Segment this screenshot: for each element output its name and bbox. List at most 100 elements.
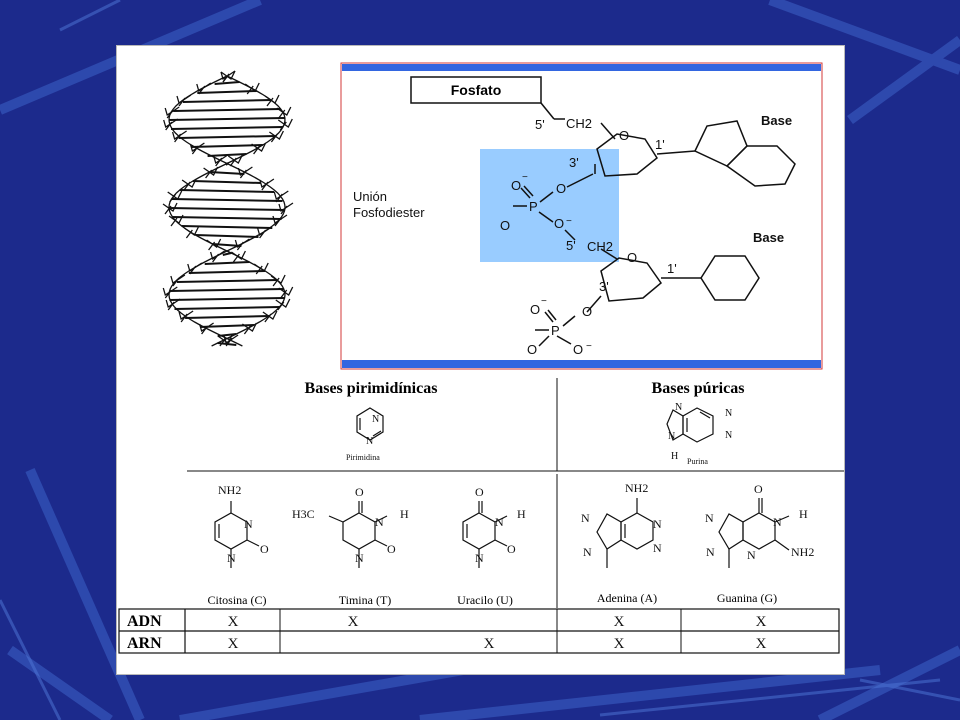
- base-five-ring-top: [693, 120, 748, 167]
- table-row-label-adn: ADN: [127, 613, 162, 630]
- purine-structure: [666, 407, 714, 443]
- helix-atom-cluster: [275, 298, 291, 311]
- helix-rung: [179, 189, 275, 193]
- label-o-minus-bottom-right: O: [573, 342, 583, 357]
- pyrimidine-structure: [356, 407, 384, 441]
- table-cell: X: [228, 636, 239, 652]
- uracil-structure: [462, 501, 508, 568]
- bond-p-o-bottom: [538, 211, 554, 223]
- label-o-minus-right: O: [554, 216, 564, 231]
- thymine-n: N: [375, 515, 384, 529]
- label-1prime-top: 1': [655, 137, 665, 152]
- helix-rung: [168, 207, 286, 211]
- guanine-structure: [718, 498, 790, 568]
- helix-atom-cluster: [213, 154, 229, 167]
- label-o-bottom-left: O: [527, 342, 537, 357]
- base-six-ring-bottom: [700, 255, 760, 301]
- helix-atom-cluster: [278, 286, 294, 299]
- bond-p-o-top-bottom-a: [544, 311, 554, 323]
- label-o-minus-bottom: O: [530, 302, 540, 317]
- table-cell: X: [756, 614, 767, 630]
- adenine-structure: [596, 498, 654, 568]
- label-minus-top: −: [522, 172, 528, 183]
- phosphate-box: [410, 76, 542, 104]
- thymine-o-top: O: [355, 485, 364, 499]
- helix-atom-cluster: [272, 214, 288, 227]
- helix-rung: [195, 234, 259, 238]
- helix-atom-cluster: [278, 202, 294, 215]
- sugar-ring-top: [596, 133, 658, 177]
- guanine-o: O: [754, 482, 763, 496]
- guanine-nh2: NH2: [791, 545, 814, 559]
- base-name-adenine: Adenina (A): [597, 591, 657, 605]
- helix-atom-cluster: [198, 322, 214, 335]
- helix-atom-cluster: [184, 226, 199, 239]
- cytosine-o: O: [260, 542, 269, 556]
- helix-rung: [222, 252, 232, 256]
- label-minus-bottom-right: −: [586, 341, 592, 352]
- helix-rung: [214, 81, 240, 85]
- helix-atom-cluster: [234, 238, 250, 251]
- helix-atom-cluster: [256, 226, 272, 239]
- label-ring-o-top: O: [619, 128, 629, 143]
- label-o-minus-top: O: [511, 178, 521, 193]
- helix-rung: [171, 198, 283, 202]
- helix-atom-cluster: [269, 130, 284, 143]
- label-ring-o-bottom: O: [627, 250, 637, 265]
- helix-atom-cluster: [189, 142, 205, 155]
- helix-atom-cluster: [251, 142, 267, 155]
- uracil-h: H: [517, 507, 526, 521]
- uracil-o-top: O: [475, 485, 484, 499]
- helix-atom-cluster: [209, 250, 225, 263]
- helix-rung: [174, 306, 280, 310]
- helix-atom-cluster: [163, 118, 179, 131]
- cytosine-n2: N: [227, 551, 236, 565]
- inset-top-bar: [342, 64, 821, 71]
- helix-rung: [181, 225, 273, 229]
- helix-atom-cluster: [196, 82, 212, 95]
- bond-ch2-ring-bottom: [600, 248, 618, 260]
- helix-atom-cluster: [181, 178, 197, 191]
- helix-rung: [178, 135, 276, 139]
- helix-atom-cluster: [273, 190, 289, 203]
- helix-atom-cluster: [223, 334, 239, 347]
- label-base-bottom: Base: [753, 230, 784, 245]
- thymine-o-right: O: [387, 542, 396, 556]
- label-p-bottom: P: [551, 323, 560, 338]
- cytosine-nh2: NH2: [218, 483, 241, 497]
- base-six-ring-top: [725, 145, 796, 187]
- table-cell: X: [348, 614, 359, 630]
- helix-atom-cluster: [162, 202, 178, 215]
- guanine-h: H: [799, 507, 808, 521]
- helix-rung: [197, 90, 257, 94]
- table-cell: X: [484, 636, 495, 652]
- pyrimidine-caption: Pirimidina: [346, 453, 380, 462]
- bond-p-o-lower-left: [538, 335, 550, 347]
- thymine-structure: [328, 501, 388, 568]
- label-o-link-bottom: O: [582, 304, 592, 319]
- helix-atom-cluster: [264, 94, 280, 107]
- label-minus-right: −: [566, 216, 572, 227]
- label-3prime-top: 3': [569, 155, 579, 170]
- label-ch2-bottom: CH2: [587, 239, 613, 254]
- base-name-uracil: Uracilo (U): [457, 593, 513, 607]
- pyrimidine-header: Bases pirimidínicas: [305, 380, 438, 397]
- helix-atom-cluster: [176, 94, 192, 107]
- base-name-thymine: Timina (T): [339, 593, 392, 607]
- phosphate-label: Fosfato: [451, 82, 502, 98]
- guanine-n4: N: [706, 545, 715, 559]
- thymine-h3c: H3C: [292, 507, 315, 521]
- guanine-n3: N: [747, 548, 756, 562]
- helix-atom-cluster: [276, 106, 292, 119]
- helix-atom-cluster: [162, 286, 178, 299]
- helix-atom-cluster: [227, 154, 243, 167]
- helix-rung: [188, 270, 266, 274]
- label-3prime-bottom: 3': [599, 279, 609, 294]
- helix-rung: [185, 315, 269, 319]
- table-cell: X: [228, 614, 239, 630]
- label-union: Unión: [353, 189, 387, 204]
- bond-p-o-down-bottom: [556, 335, 572, 345]
- cytosine-n1: N: [244, 517, 253, 531]
- helix-rung: [170, 288, 284, 292]
